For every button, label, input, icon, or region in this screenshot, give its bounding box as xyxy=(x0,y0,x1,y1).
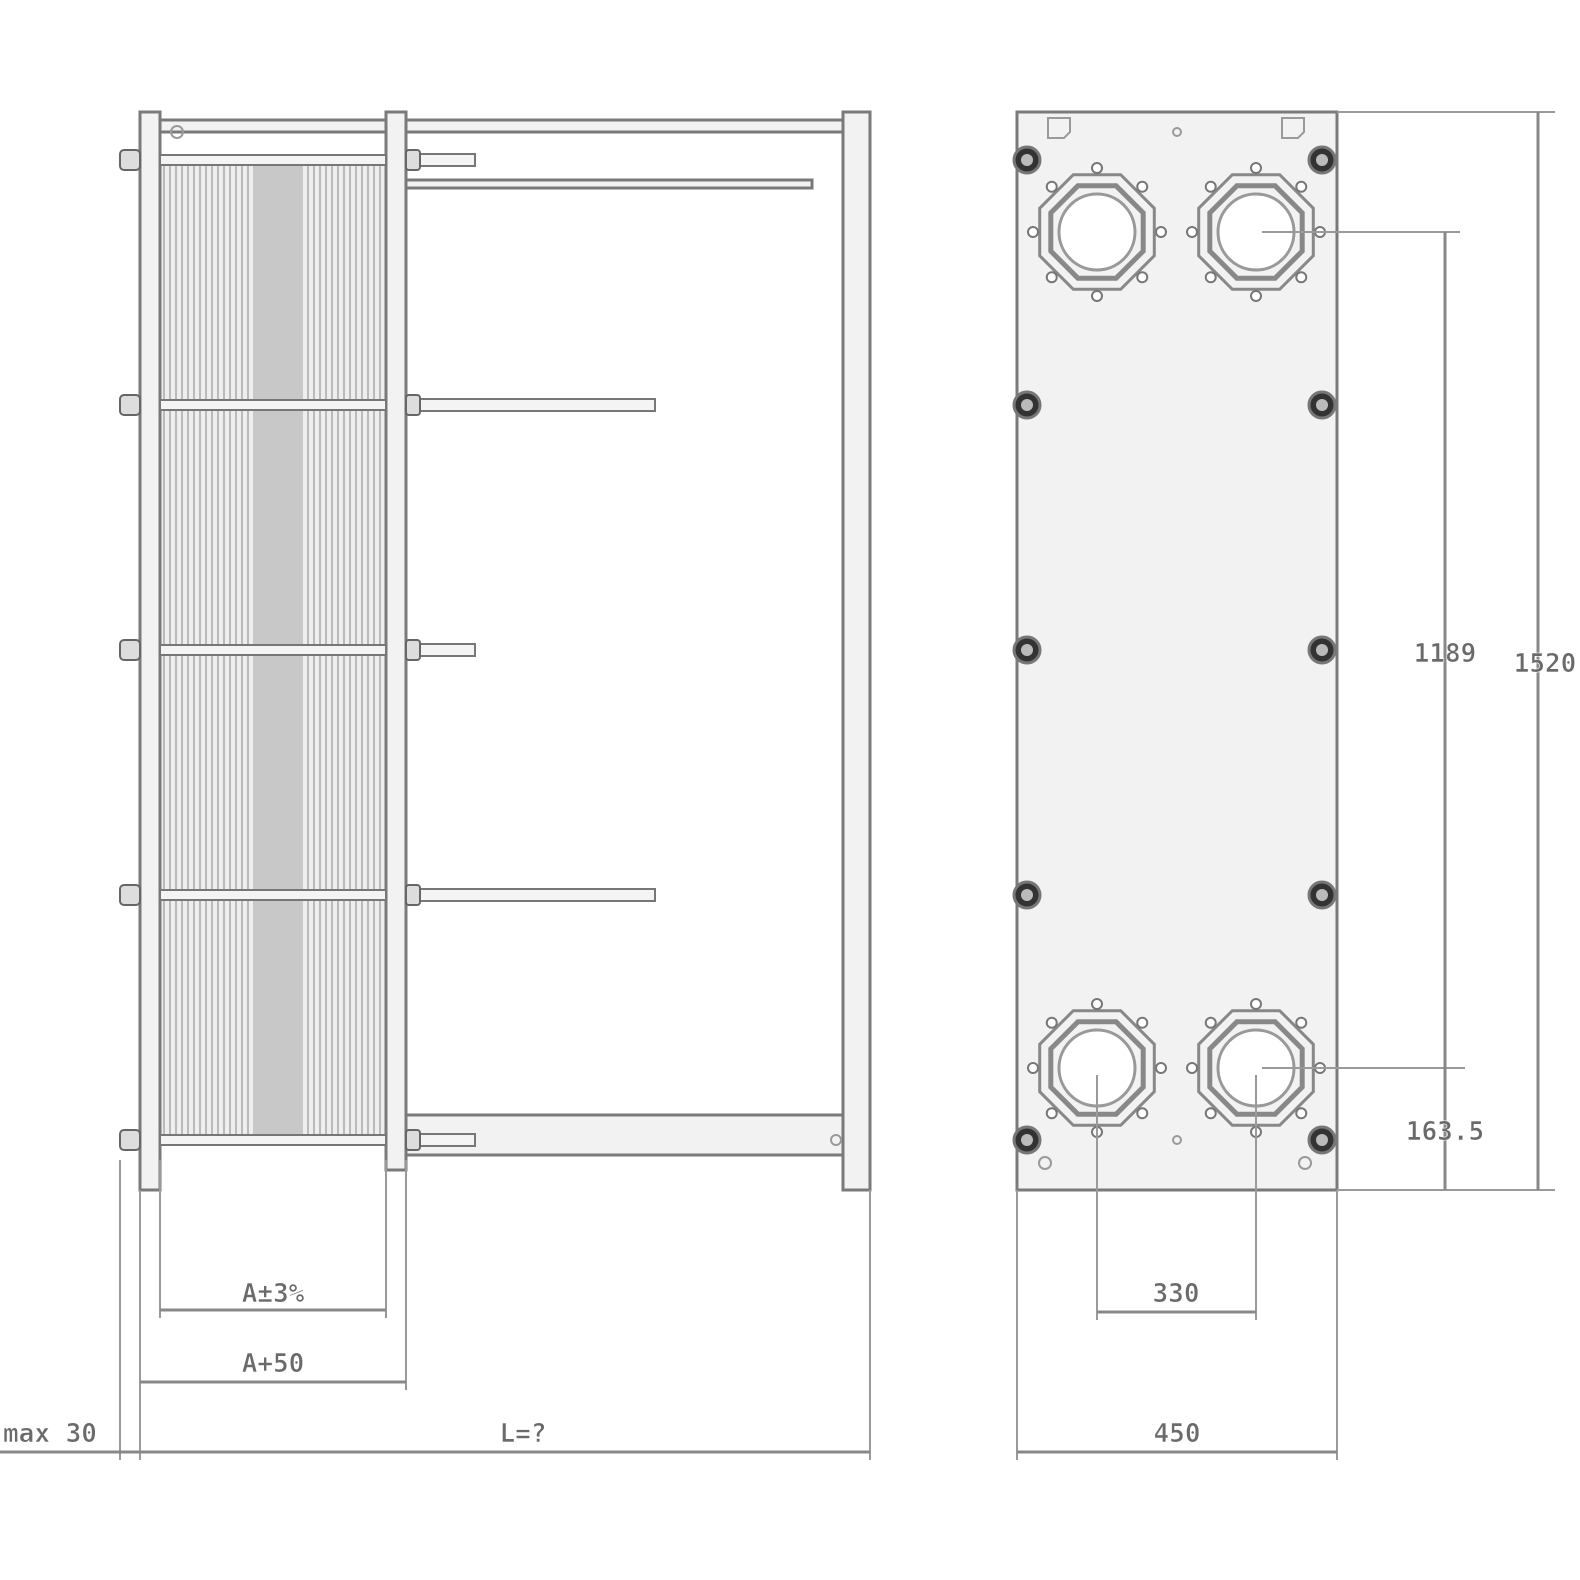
dim-plate-pack-label: A±3% xyxy=(242,1279,305,1309)
flange-bolt-hole xyxy=(1136,180,1149,193)
flange-bolt-hole xyxy=(1027,226,1039,238)
port-flange xyxy=(1027,998,1167,1138)
bolt-head xyxy=(1316,889,1328,901)
flange-bolt-hole xyxy=(1136,271,1149,284)
tie-bars xyxy=(119,149,656,1151)
flange-bolt-hole xyxy=(1045,1107,1058,1120)
flange-bolt-hole xyxy=(1045,271,1058,284)
bolt-head xyxy=(1021,399,1033,411)
top-notches xyxy=(1047,117,1305,139)
flange-bolt-hole xyxy=(1250,162,1262,174)
nut-icon xyxy=(405,1129,421,1151)
bolt-head xyxy=(1021,1134,1033,1146)
dim-total-height-label: 1520 xyxy=(1514,649,1577,679)
nut-icon xyxy=(119,394,141,416)
dim-width-label: 450 xyxy=(1154,1419,1201,1449)
support-hole xyxy=(830,1134,842,1146)
flange-bolt-hole xyxy=(1295,271,1308,284)
nut-icon xyxy=(405,639,421,661)
flange-bolt-hole xyxy=(1250,998,1262,1010)
flange-bolt-hole xyxy=(1091,162,1103,174)
nut-icon xyxy=(119,149,141,171)
center-mark xyxy=(1172,127,1182,137)
flange-bolt-hole xyxy=(1136,1016,1149,1029)
flange-bolt-hole xyxy=(1295,1016,1308,1029)
support-column xyxy=(841,110,872,1192)
flange-bolt-hole xyxy=(1027,1062,1039,1074)
front-view xyxy=(1012,110,1339,1192)
flange-bolt-hole xyxy=(1250,290,1262,302)
dim-port-horizontal-label: 330 xyxy=(1153,1279,1200,1309)
tie-bar xyxy=(159,154,387,166)
lifting-hole xyxy=(170,125,184,139)
bolt-head xyxy=(1316,399,1328,411)
nut-icon xyxy=(119,639,141,661)
tie-bar xyxy=(159,1134,387,1146)
flange-bolt-hole xyxy=(1295,180,1308,193)
dim-port-vertical-label: 1189 xyxy=(1414,639,1477,669)
flange-bolt-hole xyxy=(1045,1016,1058,1029)
nut-icon xyxy=(405,884,421,906)
flange-bolt-hole xyxy=(1204,1016,1217,1029)
pressure-plate xyxy=(384,110,408,1172)
ports xyxy=(1027,162,1326,1138)
tie-bar-end xyxy=(405,398,656,412)
dim-max-overhang-label: max 30 xyxy=(3,1419,97,1449)
flange-bolt-hole xyxy=(1155,1062,1167,1074)
front-view-dimensions: 1189 1520 163.5 330 450 xyxy=(1016,111,1577,1460)
flange-bolt-hole xyxy=(1045,180,1058,193)
bolt-head xyxy=(1021,889,1033,901)
bolt-head xyxy=(1316,154,1328,166)
port-flange xyxy=(1027,162,1167,302)
dim-bottom-port-label: 163.5 xyxy=(1406,1117,1484,1147)
nut-icon xyxy=(405,149,421,171)
top-carrying-bar xyxy=(158,118,845,134)
port-opening xyxy=(1057,192,1137,272)
nut-icon xyxy=(119,884,141,906)
flange-bolt-hole xyxy=(1186,226,1198,238)
bolt-head xyxy=(1316,644,1328,656)
port-flange xyxy=(1186,162,1326,302)
flange-bolt-hole xyxy=(1091,290,1103,302)
flange-bolt-hole xyxy=(1204,180,1217,193)
top-guide-rod xyxy=(404,178,814,190)
bolt-head xyxy=(1021,644,1033,656)
dim-plate-pack-plus-label: A+50 xyxy=(242,1349,305,1379)
flange-bolt-hole xyxy=(1295,1107,1308,1120)
tie-bar xyxy=(159,399,387,411)
tie-bar xyxy=(159,644,387,656)
flange-bolt-hole xyxy=(1186,1062,1198,1074)
side-view xyxy=(119,110,872,1192)
bolt-head xyxy=(1021,154,1033,166)
bolts xyxy=(1012,145,1337,1155)
tie-bar xyxy=(159,889,387,901)
nut-icon xyxy=(119,1129,141,1151)
dim-total-length-label: L=? xyxy=(500,1419,547,1449)
frame-plate-outline xyxy=(1015,110,1339,1192)
side-view-dimensions: A±3% A+50 max 30 L=? xyxy=(0,1160,871,1460)
bolt-head xyxy=(1316,1134,1328,1146)
flange-bolt-hole xyxy=(1155,226,1167,238)
flange-bolt-hole xyxy=(1091,998,1103,1010)
center-mark xyxy=(1172,1135,1182,1145)
tie-bar-end xyxy=(405,888,656,902)
nut-icon xyxy=(405,394,421,416)
flange-bolt-hole xyxy=(1136,1107,1149,1120)
frame-plate xyxy=(138,110,162,1192)
flange-bolt-hole xyxy=(1204,1107,1217,1120)
flange-bolt-hole xyxy=(1204,271,1217,284)
